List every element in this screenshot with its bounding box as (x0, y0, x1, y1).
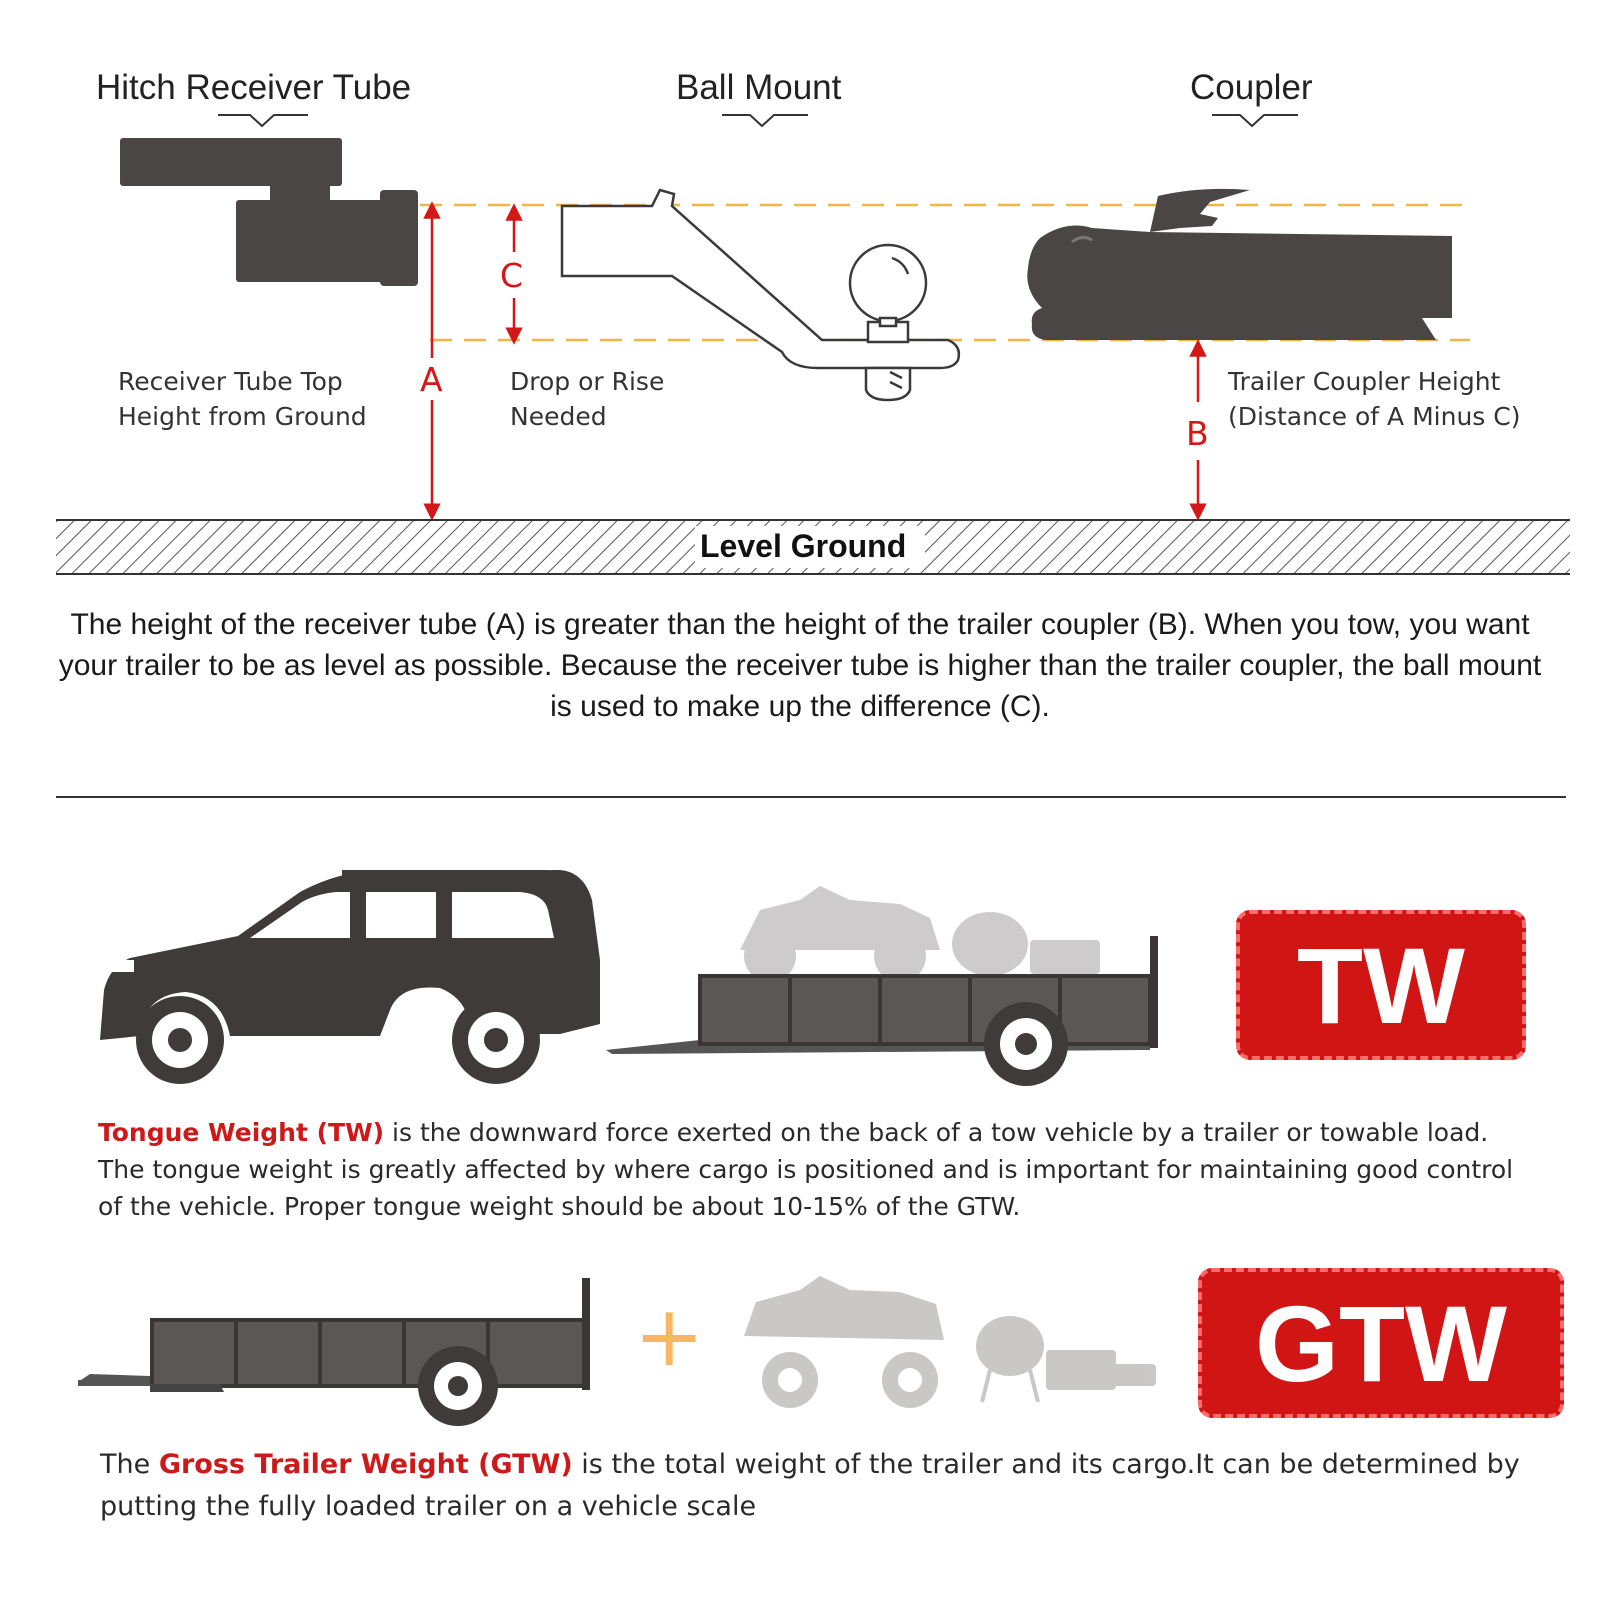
empty-trailer (78, 1278, 590, 1426)
ball-mount-shape (560, 188, 961, 402)
receiver-tube-shape (120, 138, 418, 286)
suv-silhouette (100, 870, 600, 1084)
receiver-tube-title: Hitch Receiver Tube (96, 68, 412, 107)
level-ground (56, 519, 1570, 575)
gross-weight-paragraph: The Gross Trailer Weight (GTW) is the to… (100, 1444, 1540, 1528)
measure-arrows (423, 201, 1207, 521)
atv-cargo-ghost (740, 886, 1100, 982)
title-braces (218, 114, 1298, 128)
loaded-trailer (606, 886, 1158, 1086)
level-ground-label: Level Ground (700, 528, 907, 564)
measure-letter-b: B (1186, 414, 1209, 453)
receiver-height-label: Receiver Tube Top Height from Ground (118, 367, 367, 431)
tongue-weight-paragraph: Tongue Weight (TW) is the downward force… (98, 1114, 1538, 1225)
tw-badge: TW (1236, 910, 1526, 1060)
cargo-items (744, 1276, 1156, 1408)
ball-mount-title: Ball Mount (676, 68, 842, 107)
gross-weight-term: Gross Trailer Weight (GTW) (158, 1449, 573, 1480)
coupler-shape (1027, 188, 1452, 340)
tongue-weight-text: is the downward force exerted on the bac… (98, 1118, 1514, 1221)
gross-weight-prefix: The (100, 1449, 159, 1480)
coupler-title: Coupler (1190, 68, 1313, 107)
tongue-weight-term: Tongue Weight (TW) (98, 1118, 385, 1147)
measure-letter-a: A (420, 360, 443, 399)
measure-letter-c: C (500, 256, 524, 295)
gross-weight-text: is the total weight of the trailer and i… (100, 1449, 1520, 1522)
coupler-height-label: Trailer Coupler Height (Distance of A Mi… (1228, 367, 1521, 431)
gtw-badge: GTW (1198, 1268, 1564, 1418)
plus-sign: + (634, 1287, 705, 1385)
hitch-explanation: The height of the receiver tube (A) is g… (58, 608, 1542, 723)
drop-rise-label: Drop or Rise Needed (510, 367, 665, 431)
